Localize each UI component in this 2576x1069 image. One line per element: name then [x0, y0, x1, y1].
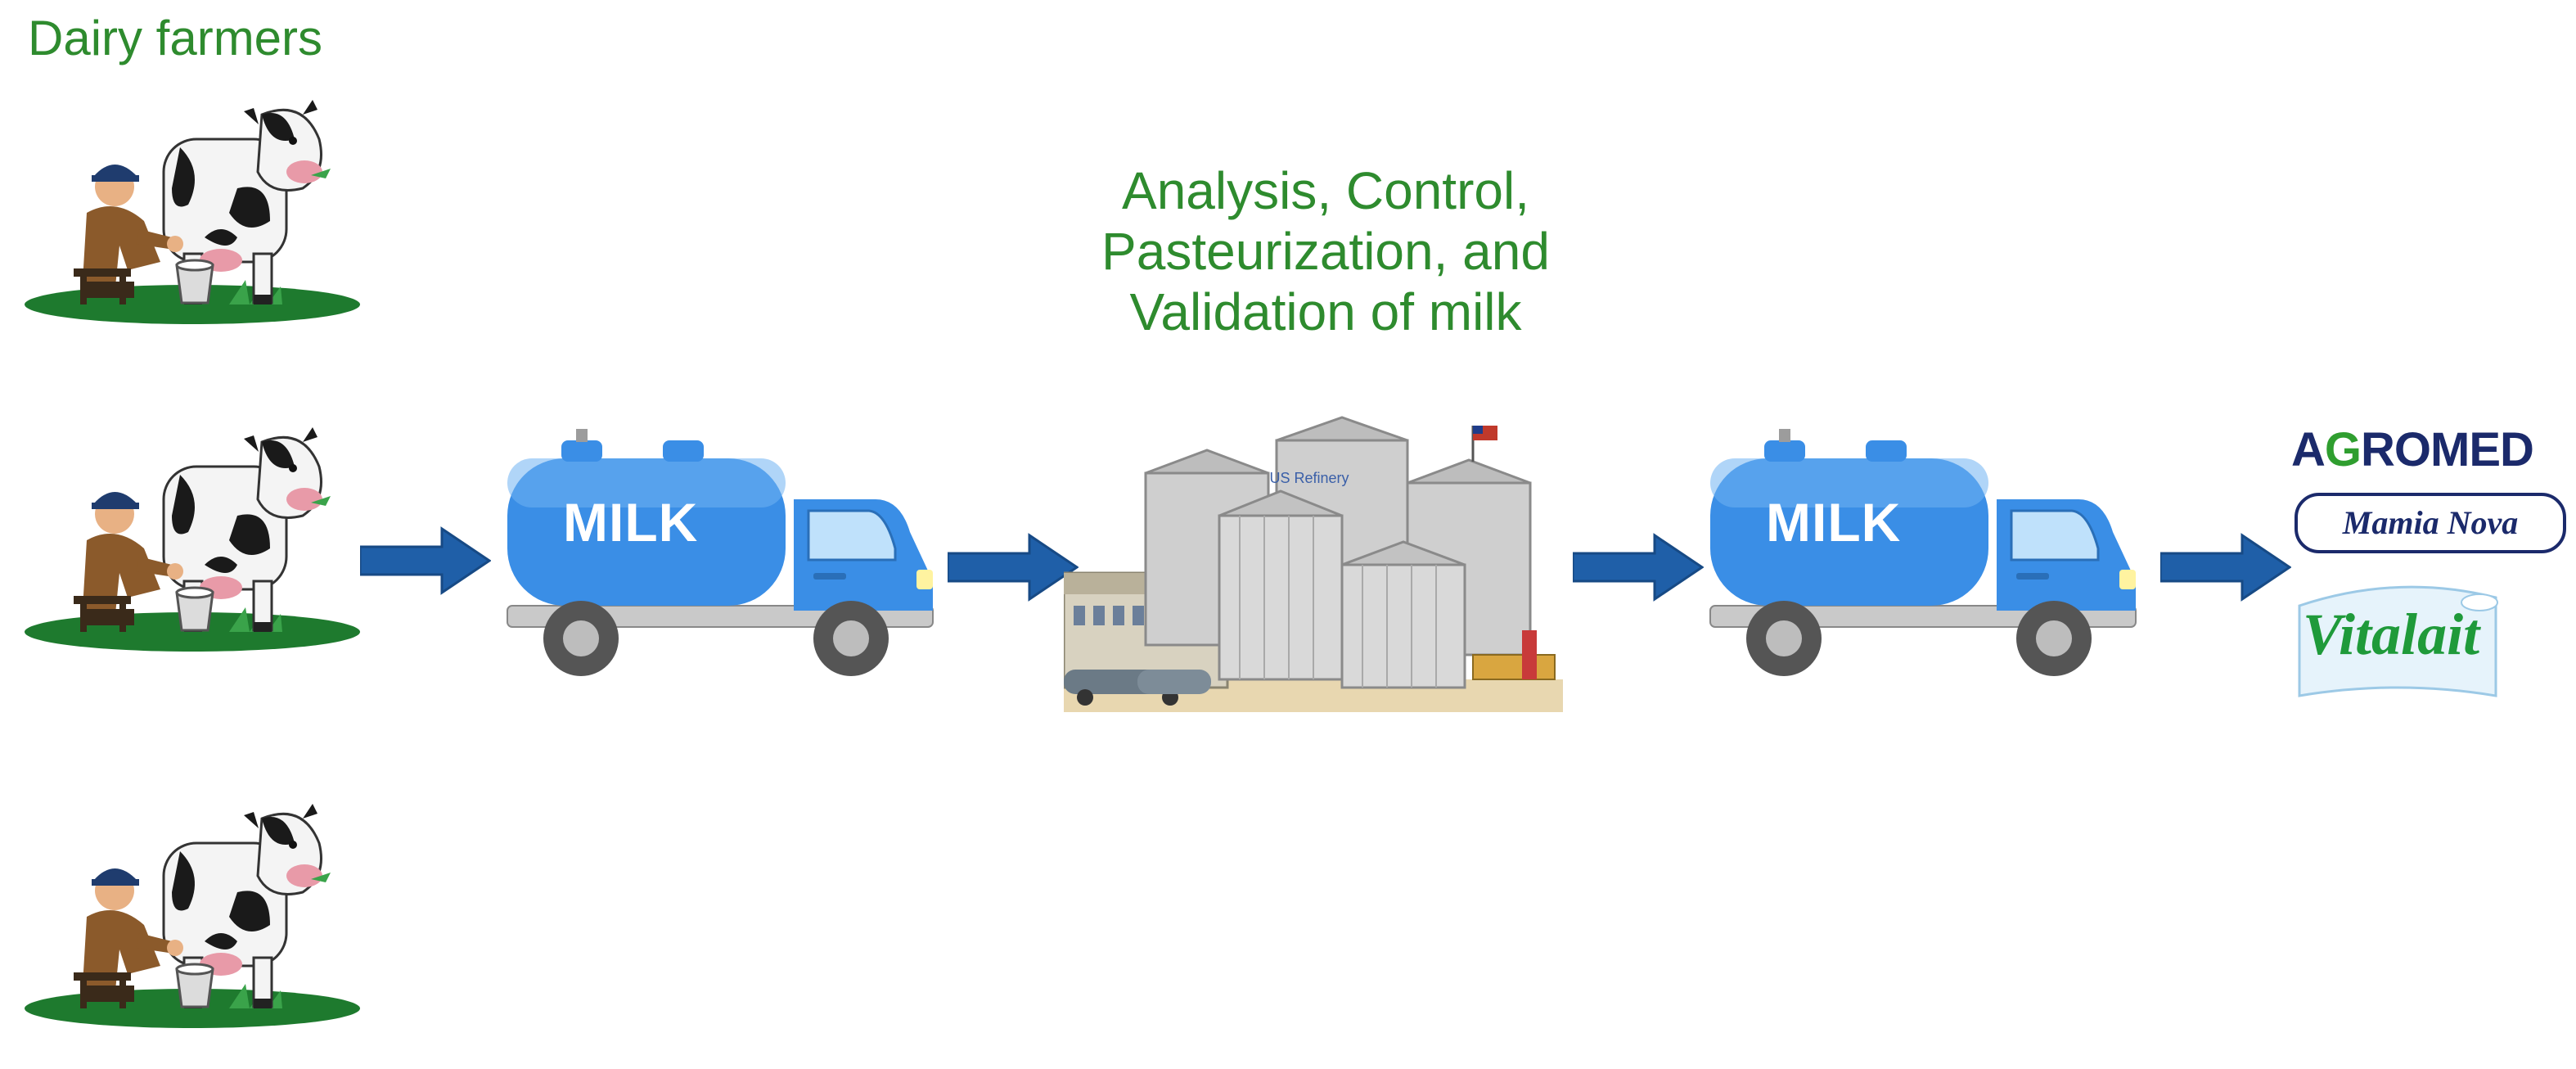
farmer-milking-cow-icon [16, 417, 368, 663]
process-label-line-1: Analysis, Control, [1122, 161, 1529, 220]
dairy-factory-icon: US Refinery [1064, 416, 1563, 712]
farmer-milking-cow-icon [16, 794, 368, 1040]
farmer-milking-cow-icon [16, 90, 368, 336]
right-arrow-icon [2160, 530, 2291, 604]
right-arrow-icon [1573, 530, 1704, 604]
process-label: Analysis, Control, Pasteurization, and V… [1015, 160, 1637, 342]
process-label-line-2: Pasteurization, and [1101, 222, 1550, 281]
milk-truck: MILK [491, 417, 949, 688]
milk-tanker-truck-icon [491, 417, 949, 688]
vitalait-text: Vitalait [2303, 602, 2480, 667]
factory-sign: US Refinery [1269, 470, 1349, 486]
agromed-logo: AGROMED [2291, 422, 2534, 477]
vitalait-logo: Vitalait [2291, 573, 2507, 704]
mamia-nova-logo: Mamia Nova [2295, 493, 2566, 553]
agromed-logo-g: G [2324, 423, 2362, 476]
dairy-farmers-label: Dairy farmers [28, 11, 323, 65]
process-label-line-3: Validation of milk [1129, 282, 1522, 341]
truck-label: MILK [563, 492, 699, 553]
right-arrow-icon [948, 530, 1079, 604]
vitalait-badge-icon [2298, 585, 2498, 697]
milk-tanker-truck-icon [1694, 417, 2152, 688]
milk-truck: MILK [1694, 417, 2152, 688]
right-arrow-icon [360, 524, 491, 598]
agromed-logo-rest: ROMED [2361, 423, 2534, 476]
agromed-logo-a: A [2291, 423, 2326, 476]
truck-label: MILK [1766, 492, 1902, 553]
